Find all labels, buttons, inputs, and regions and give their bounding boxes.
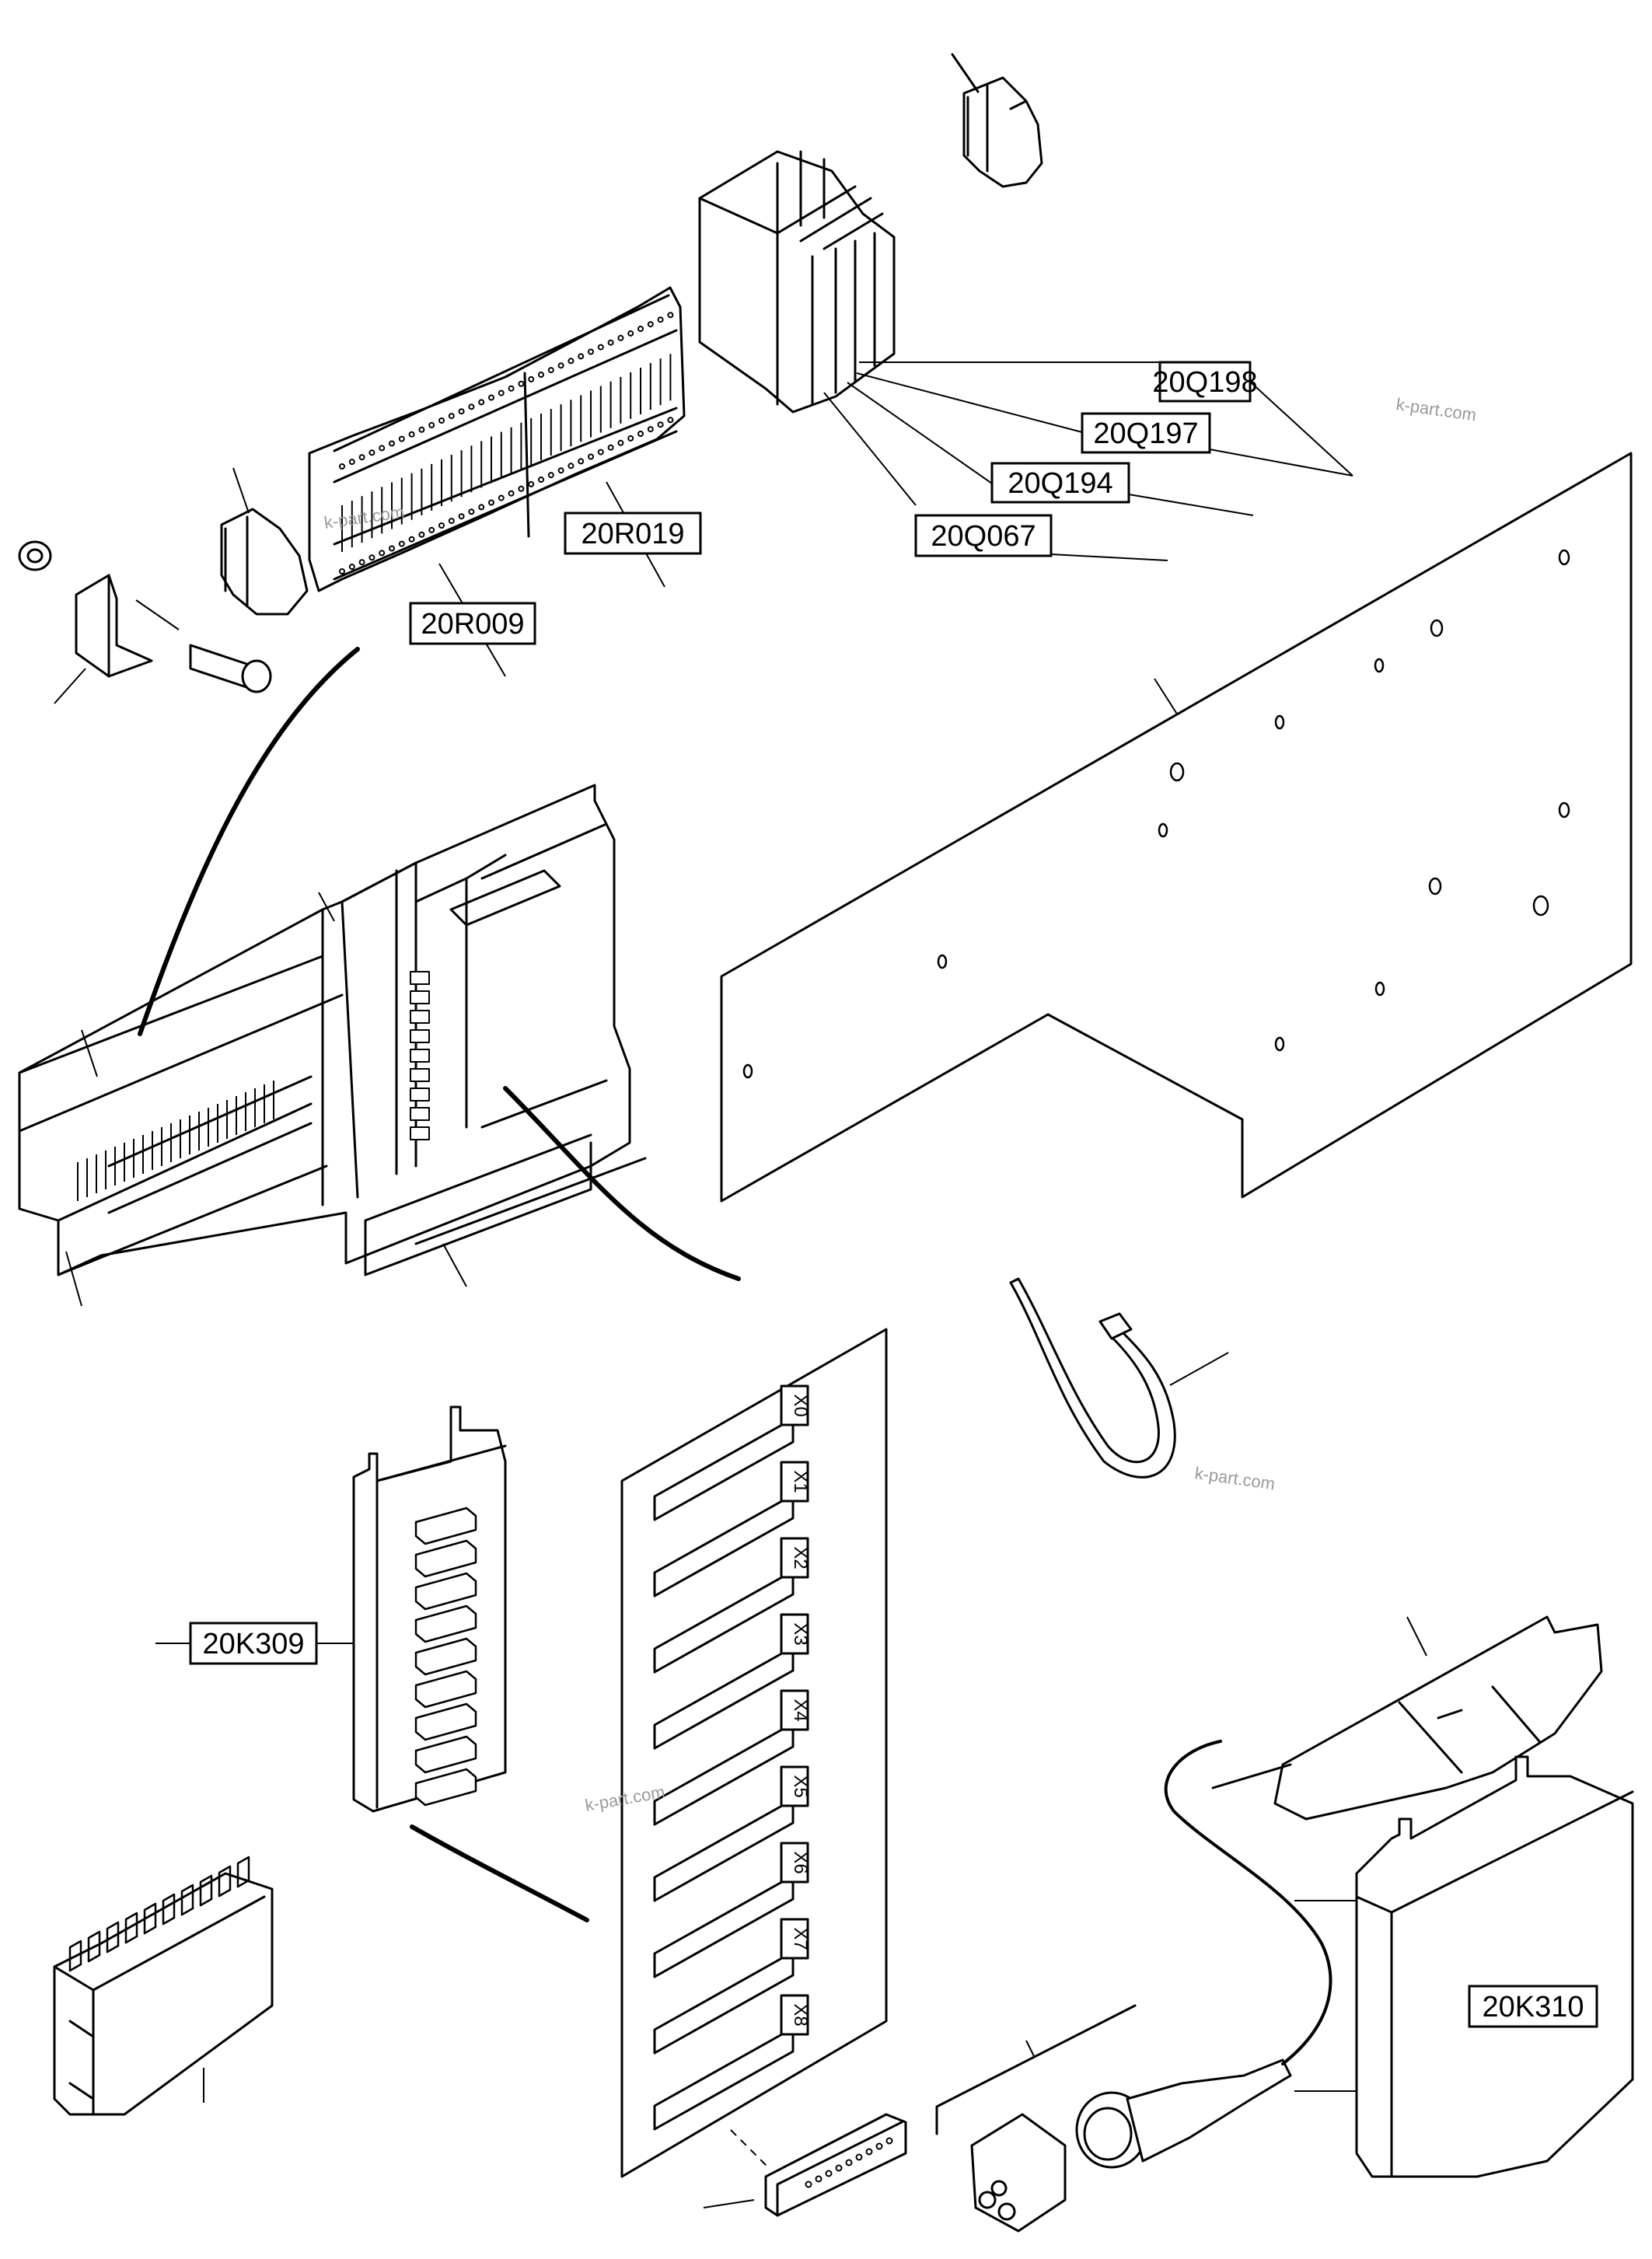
label-20q198: 20Q198 (1152, 361, 1258, 403)
svg-text:20R019: 20R019 (581, 518, 684, 550)
small-relay-top (951, 53, 1043, 188)
watermark: k-part.com (1193, 1463, 1276, 1493)
watermark: k-part.com (1395, 394, 1477, 424)
connector-slot: X2 (653, 1537, 811, 1674)
connector-label: X4 (790, 1699, 811, 1721)
label-20r019: 20R019 (564, 512, 702, 555)
connector-label: X1 (790, 1470, 811, 1493)
plate-hole (1374, 981, 1385, 997)
connector-label: X7 (790, 1927, 811, 1950)
svg-text:20R009: 20R009 (421, 608, 524, 641)
plate-hole (742, 1063, 753, 1079)
k309-module (352, 1405, 507, 1813)
connector-label: X2 (790, 1546, 811, 1569)
connector-label: X8 (790, 2003, 811, 2026)
label-20k309: 20K309 (189, 1622, 318, 1665)
plug-cable (935, 1740, 1332, 2233)
small-relay-left (220, 467, 309, 616)
svg-text:20Q067: 20Q067 (931, 520, 1036, 553)
cable-duct (53, 1856, 274, 2116)
plate-hole (1430, 619, 1444, 637)
plate-hole (1169, 762, 1185, 782)
din-rail-hardware (18, 540, 272, 704)
mounting-plate (720, 452, 1633, 1203)
svg-text:20Q197: 20Q197 (1093, 417, 1198, 450)
plate-hole (1532, 895, 1549, 917)
label-20k310: 20K310 (1468, 1985, 1598, 2028)
k310-module (1294, 1755, 1634, 2178)
connector-slot: X7 (653, 1918, 811, 2055)
plate-hole (1428, 877, 1442, 896)
label-20q194: 20Q194 (990, 462, 1130, 504)
connector-slot: X6 (653, 1842, 811, 1978)
svg-text:20K309: 20K309 (202, 1628, 304, 1660)
connector-label: X3 (790, 1622, 811, 1645)
connector-slot: X1 (653, 1461, 811, 1597)
svg-text:20Q194: 20Q194 (1008, 467, 1112, 500)
label-20r009: 20R009 (409, 602, 536, 645)
terminal-strip-top (308, 286, 686, 592)
plate-hole (1374, 658, 1385, 673)
plate-hole (937, 954, 948, 969)
plate-hole (1158, 822, 1168, 838)
svg-text:20Q198: 20Q198 (1152, 366, 1257, 399)
plate-hole (1558, 549, 1570, 566)
cabinet-assembly (18, 784, 647, 1276)
label-20q067: 20Q067 (914, 514, 1053, 557)
plate-hole (1274, 714, 1285, 730)
heater-cylinder (1211, 1615, 1603, 1821)
connector-slot: X4 (653, 1689, 811, 1826)
connector-slot: X3 (653, 1613, 811, 1750)
plate-hole (1558, 801, 1570, 819)
plate-hole (1274, 1036, 1285, 1052)
terminal-block-bottom (703, 2113, 907, 2217)
connector-label: X0 (790, 1394, 811, 1416)
label-20q197: 20Q197 (1081, 412, 1211, 454)
connector-label: X6 (790, 1851, 811, 1873)
connector-slot: X8 (653, 1994, 811, 2131)
connector-slot: X0 (653, 1384, 811, 1521)
cable-tie (1009, 1277, 1229, 1479)
q-leader-lines (823, 361, 1353, 561)
svg-text:20K310: 20K310 (1482, 1991, 1584, 2023)
connector-label: X5 (790, 1775, 811, 1797)
q-module-block (698, 150, 896, 414)
connector-slot: X5 (653, 1765, 811, 1902)
